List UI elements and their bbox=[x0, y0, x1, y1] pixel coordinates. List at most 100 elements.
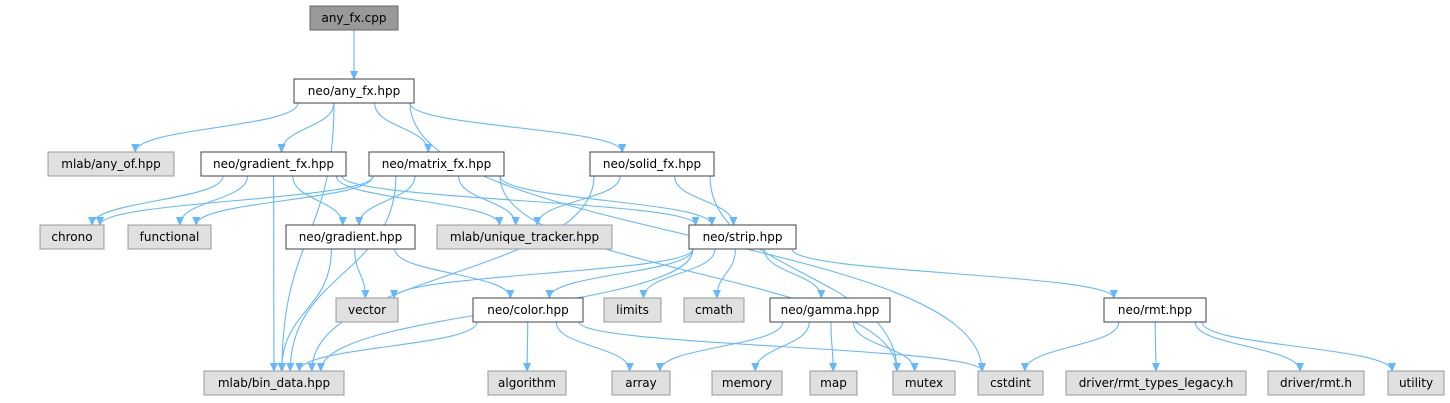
node-box-any_of bbox=[47, 151, 175, 177]
node-label-cstdint: cstdint bbox=[990, 376, 1031, 390]
node-memory: memory bbox=[711, 370, 783, 396]
edge-matrix_fx-to-gradient bbox=[359, 175, 416, 225]
edge-rmt-to-driver_rmt bbox=[1194, 321, 1300, 371]
node-label-memory: memory bbox=[722, 376, 772, 390]
edge-color-to-bin_data bbox=[299, 321, 478, 371]
edge-rmt-to-cstdint bbox=[1025, 321, 1120, 371]
node-gamma[interactable]: neo/gamma.hpp bbox=[769, 297, 891, 323]
node-box-gradient_fx bbox=[200, 151, 347, 177]
edge-matrix_fx-to-mutex bbox=[499, 175, 897, 371]
node-label-matrix_fx: neo/matrix_fx.hpp bbox=[382, 157, 491, 171]
node-label-rmt: neo/rmt.hpp bbox=[1118, 303, 1192, 317]
node-unique_tracker: mlab/unique_tracker.hpp bbox=[436, 224, 613, 250]
edge-matrix_fx-to-chrono bbox=[100, 175, 374, 225]
edge-color-to-cstdint bbox=[578, 321, 982, 371]
edge-gradient_fx-to-functional bbox=[180, 175, 249, 225]
node-box-unique_tracker bbox=[436, 224, 613, 250]
edge-strip-to-color bbox=[549, 248, 694, 298]
node-box-color bbox=[472, 297, 584, 323]
node-label-any_of: mlab/any_of.hpp bbox=[61, 157, 160, 171]
edge-rmt-to-utility bbox=[1201, 321, 1392, 371]
edge-gradient-to-color bbox=[394, 248, 510, 298]
node-box-driver_rmt bbox=[1267, 370, 1365, 396]
edge-gamma-to-array bbox=[660, 321, 784, 371]
node-driver_rmt: driver/rmt.h bbox=[1267, 370, 1365, 396]
edge-matrix_fx-to-bin_data bbox=[290, 175, 397, 371]
node-label-unique_tracker: mlab/unique_tracker.hpp bbox=[450, 230, 599, 244]
node-box-strip bbox=[688, 224, 797, 250]
edge-any_fx_hpp-to-solid_fx bbox=[409, 102, 622, 152]
node-label-cmath: cmath bbox=[695, 303, 733, 317]
node-label-gamma: neo/gamma.hpp bbox=[781, 303, 880, 317]
edge-any_fx_hpp-to-any_of bbox=[135, 102, 299, 152]
node-label-driver_rmt: driver/rmt.h bbox=[1280, 376, 1352, 390]
node-any_of: mlab/any_of.hpp bbox=[47, 151, 175, 177]
edge-gradient_fx-to-strip bbox=[341, 175, 696, 225]
node-box-mutex bbox=[892, 370, 956, 396]
edge-solid_fx-to-strip bbox=[674, 175, 734, 225]
node-map: map bbox=[809, 370, 858, 396]
node-box-solid_fx bbox=[589, 151, 715, 177]
node-utility: utility bbox=[1387, 370, 1445, 396]
node-rmt[interactable]: neo/rmt.hpp bbox=[1103, 297, 1207, 323]
node-matrix_fx[interactable]: neo/matrix_fx.hpp bbox=[368, 151, 505, 177]
node-vector: vector bbox=[335, 297, 399, 323]
edge-color-to-algorithm bbox=[527, 321, 528, 371]
node-label-gradient: neo/gradient.hpp bbox=[299, 230, 403, 244]
node-any_fx_cpp[interactable]: any_fx.cpp bbox=[309, 5, 399, 31]
node-cstdint: cstdint bbox=[977, 370, 1044, 396]
edge-strip-to-vector bbox=[394, 248, 694, 298]
node-box-vector bbox=[335, 297, 399, 323]
edge-gamma-to-mutex bbox=[852, 321, 915, 371]
edge-gradient_fx-to-gradient bbox=[292, 175, 343, 225]
edge-gamma-to-memory bbox=[755, 321, 810, 371]
node-cmath: cmath bbox=[683, 297, 745, 323]
node-rmt_types_legacy: driver/rmt_types_legacy.h bbox=[1065, 370, 1247, 396]
node-strip[interactable]: neo/strip.hpp bbox=[688, 224, 797, 250]
node-box-array bbox=[611, 370, 671, 396]
node-box-limits bbox=[603, 297, 662, 323]
node-limits: limits bbox=[603, 297, 662, 323]
node-box-gradient bbox=[285, 224, 416, 250]
node-box-chrono bbox=[39, 224, 105, 250]
node-gradient_fx[interactable]: neo/gradient_fx.hpp bbox=[200, 151, 347, 177]
edge-matrix_fx-to-functional bbox=[196, 175, 374, 225]
node-label-rmt_types_legacy: driver/rmt_types_legacy.h bbox=[1079, 376, 1234, 390]
edge-any_fx_hpp-to-matrix_fx bbox=[374, 102, 429, 152]
node-label-limits: limits bbox=[616, 303, 649, 317]
node-solid_fx[interactable]: neo/solid_fx.hpp bbox=[589, 151, 715, 177]
edge-strip-to-gamma bbox=[763, 248, 821, 298]
node-mutex: mutex bbox=[892, 370, 956, 396]
edge-solid_fx-to-mutex bbox=[709, 175, 897, 371]
node-label-any_fx_cpp: any_fx.cpp bbox=[321, 11, 386, 25]
edge-color-to-array bbox=[555, 321, 629, 371]
node-box-rmt_types_legacy bbox=[1065, 370, 1247, 396]
node-label-color: neo/color.hpp bbox=[487, 303, 568, 317]
edge-gamma-to-map bbox=[831, 321, 833, 371]
node-label-mutex: mutex bbox=[905, 376, 943, 390]
node-box-any_fx_cpp bbox=[309, 5, 399, 31]
node-gradient[interactable]: neo/gradient.hpp bbox=[285, 224, 416, 250]
node-label-functional: functional bbox=[140, 230, 200, 244]
node-array: array bbox=[611, 370, 671, 396]
edges-layer bbox=[92, 29, 1392, 371]
node-box-rmt bbox=[1103, 297, 1207, 323]
edge-matrix_fx-to-strip bbox=[499, 175, 712, 225]
edge-gradient_fx-to-unique_tracker bbox=[335, 175, 499, 225]
node-algorithm: algorithm bbox=[487, 370, 567, 396]
node-color[interactable]: neo/color.hpp bbox=[472, 297, 584, 323]
node-label-algorithm: algorithm bbox=[498, 376, 556, 390]
node-label-solid_fx: neo/solid_fx.hpp bbox=[603, 157, 701, 171]
edge-matrix_fx-to-unique_tracker bbox=[457, 175, 516, 225]
edge-any_fx_hpp-to-gradient_fx bbox=[282, 102, 335, 152]
node-any_fx_hpp[interactable]: neo/any_fx.hpp bbox=[293, 78, 415, 104]
node-box-gamma bbox=[769, 297, 891, 323]
edge-gradient-to-vector bbox=[354, 248, 366, 298]
node-label-map: map bbox=[820, 376, 847, 390]
node-box-cstdint bbox=[977, 370, 1044, 396]
node-functional: functional bbox=[127, 224, 212, 250]
node-label-array: array bbox=[625, 376, 656, 390]
node-chrono: chrono bbox=[39, 224, 105, 250]
node-box-map bbox=[809, 370, 858, 396]
node-box-matrix_fx bbox=[368, 151, 505, 177]
